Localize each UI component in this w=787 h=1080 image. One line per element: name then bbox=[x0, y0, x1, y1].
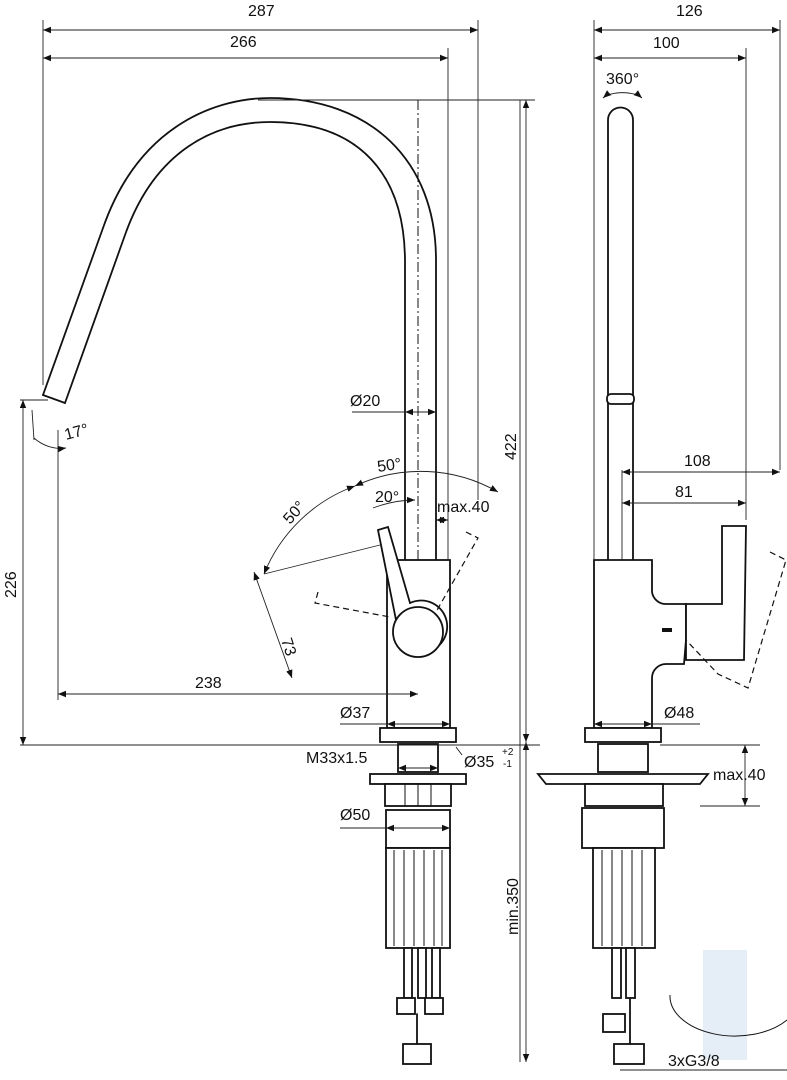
labels: 287 266 422 226 238 73 Ø20 Ø37 M33x1.5 Ø… bbox=[3, 3, 766, 1070]
dim-287: 287 bbox=[248, 3, 275, 20]
front-view bbox=[19, 20, 540, 1065]
side-washer bbox=[536, 773, 710, 785]
mount-washer bbox=[369, 773, 467, 785]
dim-126: 126 bbox=[676, 3, 703, 20]
spout-inner bbox=[64, 121, 406, 561]
handle-knob bbox=[392, 606, 444, 658]
side-spout bbox=[607, 106, 634, 561]
lever-position-right bbox=[435, 531, 479, 613]
dim-238: 238 bbox=[195, 675, 222, 692]
dim-hoses: 3xG3/8 bbox=[668, 1053, 720, 1070]
dim-dia-35-tol-minus: -1 bbox=[503, 759, 512, 770]
dim-226: 226 bbox=[3, 571, 20, 598]
side-handle-dashed bbox=[685, 551, 787, 689]
lever-position-left bbox=[314, 591, 391, 618]
dim-min-350: min.350 bbox=[505, 878, 522, 935]
angle-spout: 17° bbox=[63, 421, 91, 444]
dim-dia-50: Ø50 bbox=[340, 807, 370, 824]
side-hoses bbox=[602, 947, 645, 1065]
spout-outer bbox=[42, 97, 437, 561]
dim-dia-20: Ø20 bbox=[350, 393, 380, 410]
spout-outlet bbox=[42, 394, 66, 404]
side-indicator bbox=[662, 628, 672, 632]
dim-dia-37: Ø37 bbox=[340, 705, 370, 722]
side-handle bbox=[685, 525, 747, 661]
mount-sleeve bbox=[385, 847, 451, 949]
side-aerator bbox=[606, 393, 635, 405]
dim-100: 100 bbox=[653, 35, 680, 52]
angle-lever-right: 50° bbox=[376, 456, 402, 476]
mount-collar bbox=[385, 809, 451, 849]
side-view bbox=[536, 20, 787, 1071]
angle-lever-top: 20° bbox=[375, 489, 399, 506]
dim-dia-48: Ø48 bbox=[664, 705, 694, 722]
dim-thread: M33x1.5 bbox=[306, 750, 367, 767]
angle-swivel: 360° bbox=[606, 71, 639, 88]
dim-max-40-side: max.40 bbox=[713, 767, 766, 784]
side-body bbox=[593, 559, 687, 729]
dim-dia-35-tol-plus: +2 bbox=[502, 747, 514, 758]
dim-266: 266 bbox=[230, 34, 257, 51]
dim-73: 73 bbox=[277, 636, 299, 658]
base-plate bbox=[379, 727, 457, 743]
dim-max-40-top: max.40 bbox=[437, 499, 490, 516]
dim-dia-35: Ø35 bbox=[464, 754, 494, 771]
watermark-shape bbox=[703, 950, 747, 1060]
dim-422: 422 bbox=[503, 433, 520, 460]
side-sleeve bbox=[592, 847, 656, 949]
dim-81: 81 bbox=[675, 484, 693, 501]
supply-hoses bbox=[396, 947, 444, 1065]
side-base-plate bbox=[584, 727, 662, 743]
side-collar bbox=[581, 807, 665, 849]
dim-108: 108 bbox=[684, 453, 711, 470]
angle-lever-left: 50° bbox=[280, 498, 309, 527]
